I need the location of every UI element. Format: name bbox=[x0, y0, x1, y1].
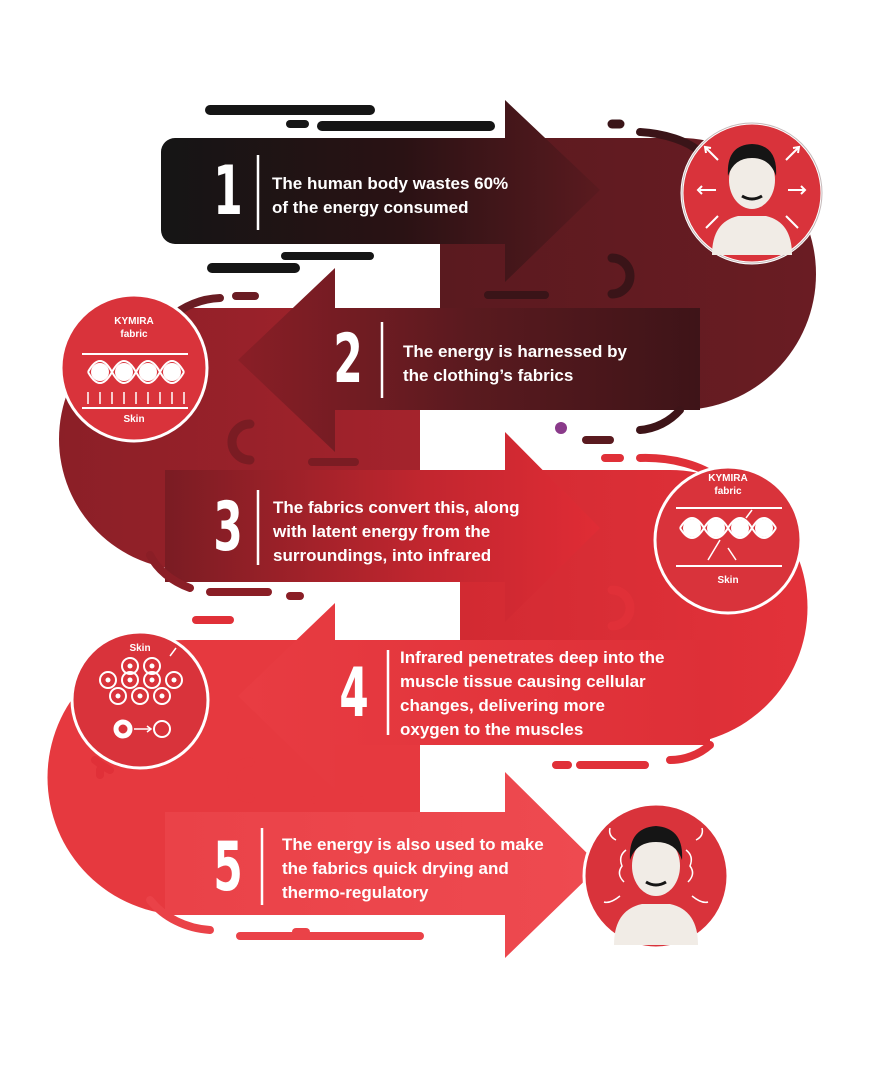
step-number-2: 2 bbox=[333, 320, 363, 399]
step-5-line-2: the fabrics quick drying and bbox=[282, 859, 509, 878]
step-1-line-2: of the energy consumed bbox=[272, 198, 469, 217]
step-5-line-3: thermo-regulatory bbox=[282, 883, 429, 902]
step-3-line-2: with latent energy from the bbox=[273, 522, 491, 541]
fabric-icon-3-label-mid: fabric bbox=[714, 486, 742, 497]
step-text-1: The human body wastes 60% of the energy … bbox=[272, 172, 508, 220]
fabric-icon-3 bbox=[653, 465, 803, 615]
cell-icon-4 bbox=[70, 630, 210, 770]
fabric-icon-2-label-top: KYMIRA bbox=[114, 316, 154, 327]
step-text-2: The energy is harnessed by the clothing’… bbox=[403, 340, 627, 388]
step-text-5: The energy is also used to make the fabr… bbox=[282, 833, 544, 905]
fabric-icon-2-label-mid: fabric bbox=[120, 329, 148, 340]
step-4-line-1: Infrared penetrates deep into the bbox=[400, 648, 665, 667]
arrow-5 bbox=[165, 772, 600, 958]
step-number-4: 4 bbox=[339, 654, 369, 733]
fabric-icon-3-label-bottom: Skin bbox=[717, 575, 739, 586]
decorative-lines bbox=[91, 105, 724, 940]
person-icon-1 bbox=[680, 121, 824, 265]
step-2-line-2: the clothing’s fabrics bbox=[403, 366, 574, 385]
step-4-line-2: muscle tissue causing cellular bbox=[400, 672, 646, 691]
arrow-2 bbox=[238, 268, 700, 452]
step-dividers bbox=[256, 155, 390, 905]
fabric-icon-2-label-bottom: Skin bbox=[123, 414, 145, 425]
step-text-4: Infrared penetrates deep into the muscle… bbox=[400, 646, 665, 742]
step-number-1: 1 bbox=[213, 152, 243, 231]
step-3-line-1: The fabrics convert this, along bbox=[273, 498, 520, 517]
person-icon-5 bbox=[582, 802, 730, 950]
step-5-line-1: The energy is also used to make bbox=[282, 835, 544, 854]
fabric-icon-2 bbox=[59, 293, 209, 443]
step-2-line-1: The energy is harnessed by bbox=[403, 342, 627, 361]
step-text-3: The fabrics convert this, along with lat… bbox=[273, 496, 520, 568]
step-number-5: 5 bbox=[213, 828, 243, 907]
purple-dot bbox=[555, 422, 567, 434]
step-1-line-1: The human body wastes 60% bbox=[272, 174, 509, 193]
step-4-line-4: oxygen to the muscles bbox=[400, 720, 584, 739]
arrow-1 bbox=[161, 100, 600, 282]
arrow-4 bbox=[238, 603, 710, 790]
step-number-3: 3 bbox=[213, 488, 243, 567]
arrow-3 bbox=[165, 432, 600, 622]
step-3-line-3: surroundings, into infrared bbox=[273, 546, 492, 565]
step-4-line-3: changes, delivering more bbox=[400, 696, 606, 715]
cell-icon-4-label: Skin bbox=[129, 643, 151, 654]
fabric-icon-3-label-top: KYMIRA bbox=[708, 473, 748, 484]
